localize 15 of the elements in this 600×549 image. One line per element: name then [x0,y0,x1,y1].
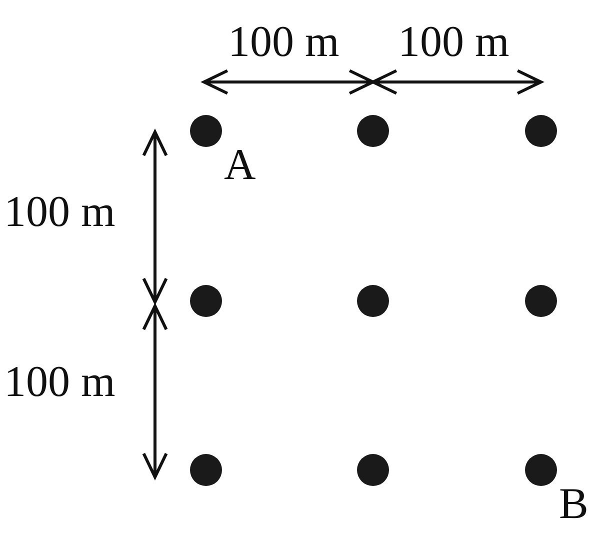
point-dot [190,115,222,147]
point-label: B [559,482,588,526]
point-dot [525,115,557,147]
point-dot [357,454,389,486]
point-dot [525,285,557,317]
dimension-label: 100 m [4,190,116,234]
point-label: A [224,143,256,187]
dimension-label: 100 m [398,20,510,64]
dimension-label: 100 m [4,360,116,404]
point-dot [190,285,222,317]
point-dot [190,454,222,486]
point-dot [357,115,389,147]
dimension-label: 100 m [228,20,340,64]
point-dot [525,454,557,486]
point-dot [357,285,389,317]
